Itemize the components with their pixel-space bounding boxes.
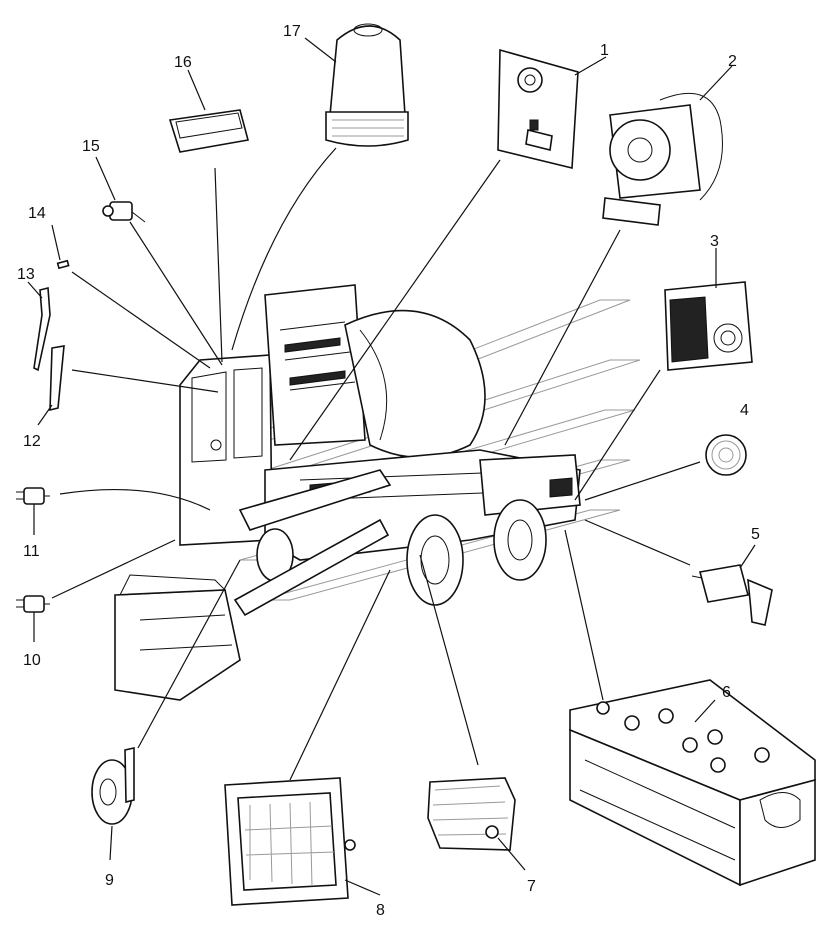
callout-4: 4 [740, 402, 749, 419]
part-1-switch-panel [497, 48, 579, 170]
callout-16: 16 [174, 54, 192, 71]
leader-lines [27, 37, 756, 896]
callout-6: 6 [722, 684, 731, 701]
callout-8: 8 [376, 902, 385, 919]
callout-15: 15 [82, 138, 100, 155]
callout-7: 7 [527, 878, 536, 895]
part-17-beacon [325, 23, 409, 147]
part-9-horn [91, 747, 135, 825]
part-10-pressure-switch [16, 595, 50, 613]
callout-1: 1 [600, 42, 609, 59]
callout-17: 17 [283, 23, 301, 40]
mixer-truck [114, 284, 581, 701]
part-3-rear-lamp [664, 281, 753, 371]
callout-14: 14 [28, 205, 46, 222]
part-4-reflector [705, 434, 747, 476]
part-5-ignition-switch [691, 564, 773, 626]
callout-10: 10 [23, 652, 41, 669]
part-13-wiper-arm [33, 286, 51, 372]
callout-12: 12 [23, 433, 41, 450]
part-8-work-lamp [224, 777, 356, 906]
callout-5: 5 [751, 526, 760, 543]
part-14-fuse [56, 259, 70, 270]
callout-13: 13 [17, 266, 35, 283]
callout-9: 9 [105, 872, 114, 889]
callout-3: 3 [710, 233, 719, 250]
callout-11: 11 [23, 543, 40, 560]
part-2-wiper-motor [602, 92, 723, 226]
part-7-indicator-lamp [427, 777, 516, 851]
part-15-sensor [102, 201, 146, 223]
part-12-wiper-blade [49, 345, 65, 412]
part-16-interior-lamp [168, 109, 249, 153]
callout-2: 2 [728, 53, 737, 70]
part-11-pressure-switch [16, 487, 50, 505]
part-6-battery [569, 679, 816, 887]
callout-labels: 1 2 3 4 5 6 7 8 9 10 11 12 13 14 15 16 1… [17, 23, 760, 919]
